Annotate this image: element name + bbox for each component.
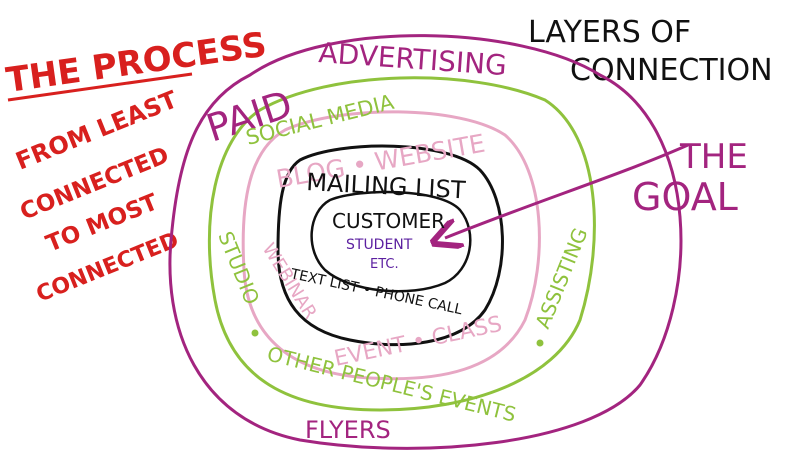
heading-line-2: CONNECTION	[570, 53, 773, 88]
heading: LAYERS OF CONNECTION	[528, 15, 773, 88]
mailing-ring	[276, 144, 504, 347]
core-labels: CUSTOMER STUDENT ETC.	[332, 209, 445, 272]
customer-label: CUSTOMER	[332, 209, 445, 233]
goal-line-2: GOAL	[632, 175, 738, 219]
etc-label: ETC.	[370, 257, 399, 272]
flyers-label: FLYERS	[305, 416, 391, 444]
social-ring	[207, 76, 596, 412]
web-ring	[241, 110, 541, 381]
core-circle	[310, 190, 472, 293]
goal-arrow	[445, 143, 689, 238]
bullet-dot	[536, 339, 544, 347]
goal-label: THE GOAL	[632, 137, 748, 219]
bullet-dot	[251, 329, 259, 337]
goal-line-1: THE	[679, 137, 748, 177]
student-label: STUDENT	[346, 237, 413, 253]
studio-label: STUDIO	[213, 228, 264, 308]
heading-line-1: LAYERS OF	[528, 15, 691, 50]
paid-ring	[168, 34, 683, 450]
advertising-label: ADVERTISING	[318, 36, 508, 82]
process-title-underline	[7, 72, 193, 102]
